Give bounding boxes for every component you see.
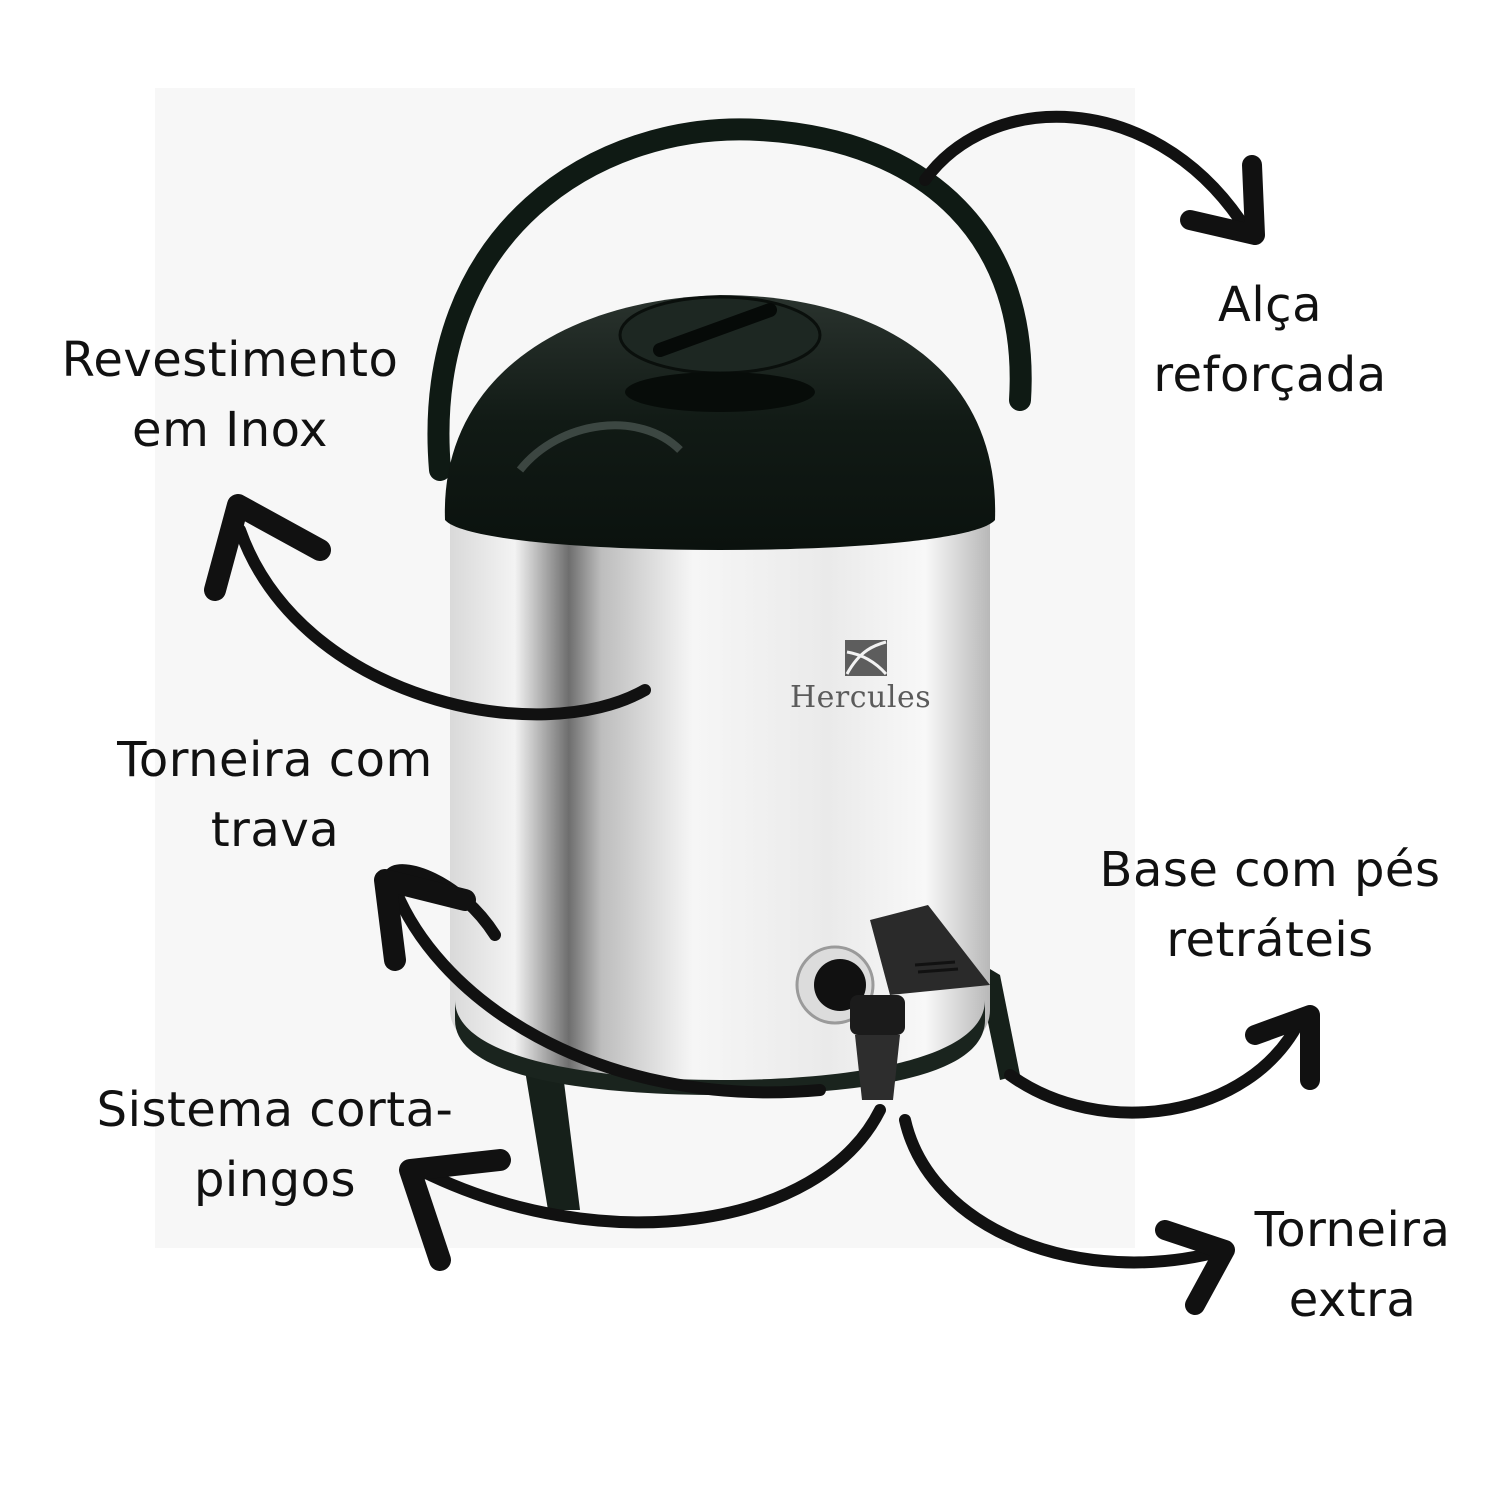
arrow-handle-head bbox=[1180, 155, 1265, 245]
callout-handle: Alça reforçada bbox=[1150, 270, 1390, 410]
arrow-handle bbox=[919, 110, 1246, 226]
callout-drip-line1: Sistema corta- bbox=[96, 1082, 454, 1138]
bottom-ring bbox=[455, 1000, 985, 1095]
callout-drip: Sistema corta- pingos bbox=[95, 1075, 455, 1215]
callout-extra-tap: Torneira extra bbox=[1235, 1195, 1470, 1335]
arrow-drip-head bbox=[399, 1149, 511, 1271]
callout-tap-lock: Torneira com trava bbox=[105, 725, 445, 865]
lid bbox=[444, 295, 996, 550]
callout-tap-lock-line2: trava bbox=[210, 802, 340, 858]
arrow-extra-tap-head bbox=[1155, 1220, 1235, 1315]
lid-cap-grip bbox=[653, 303, 777, 357]
handle bbox=[427, 118, 1032, 481]
callout-coating: Revestimento em Inox bbox=[40, 325, 420, 465]
tap bbox=[795, 905, 990, 1100]
callout-extra-tap-line2: extra bbox=[1288, 1272, 1417, 1328]
hercules-logo-icon bbox=[845, 640, 888, 676]
lid-grip-slot bbox=[625, 372, 815, 412]
arrow-drip bbox=[414, 1104, 886, 1229]
arrow-coating bbox=[234, 524, 651, 721]
callout-tap-lock-line1: Torneira com bbox=[117, 732, 433, 788]
arrow-tap-lock-head bbox=[374, 869, 476, 971]
callout-coating-line1: Revestimento bbox=[61, 332, 399, 388]
callout-coating-line2: em Inox bbox=[132, 402, 328, 458]
arrow-coating-head bbox=[204, 494, 331, 601]
callout-base-line1: Base com pés bbox=[1099, 842, 1441, 898]
callout-base: Base com pés retráteis bbox=[1095, 835, 1445, 975]
callout-drip-line2: pingos bbox=[193, 1152, 357, 1208]
arrow-base bbox=[1004, 1014, 1306, 1119]
callout-base-line2: retráteis bbox=[1166, 912, 1374, 968]
arrow-base-head bbox=[1245, 1005, 1320, 1090]
brand-name: Hercules bbox=[790, 680, 932, 715]
steel-body bbox=[450, 470, 990, 1090]
callout-extra-tap-line1: Torneira bbox=[1254, 1202, 1451, 1258]
callout-handle-line2: reforçada bbox=[1153, 347, 1387, 403]
callout-handle-line1: Alça bbox=[1218, 277, 1322, 333]
leg-left bbox=[520, 1040, 580, 1210]
arrow-extra-tap bbox=[899, 1114, 1231, 1269]
